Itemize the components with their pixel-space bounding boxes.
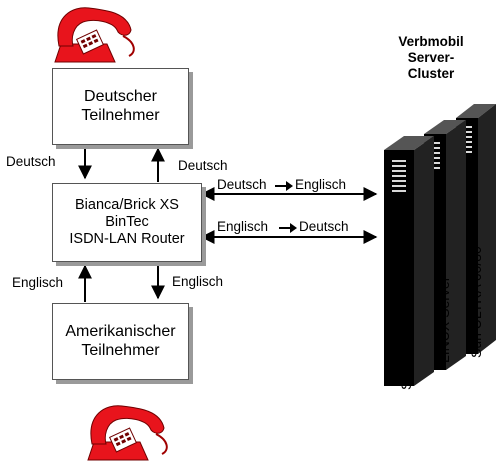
router-box-line-1: Bianca/Brick XS bbox=[75, 196, 179, 213]
label-german-left: Deutsch bbox=[6, 154, 56, 169]
telephone-icon bbox=[87, 405, 168, 461]
label-german-right: Deutsch bbox=[178, 158, 228, 173]
label-de-to-en-source: Deutsch bbox=[217, 177, 267, 192]
server-label-sun-450: Sun Server 450 bbox=[398, 292, 414, 390]
american-box-line-2: Teilnehmer bbox=[81, 341, 160, 359]
server-tower-icon bbox=[384, 136, 434, 386]
cluster-title-line-3: Cluster bbox=[407, 66, 455, 82]
german-participant-box: Deutscher Teilnehmer bbox=[52, 68, 189, 145]
label-english-right: Englisch bbox=[172, 274, 224, 289]
server-label-linux: LINUX Server bbox=[436, 276, 452, 363]
label-en-to-de-source: Englisch bbox=[217, 219, 269, 234]
american-participant-box: Amerikanischer Teilnehmer bbox=[52, 303, 189, 380]
server-label-sun-ultra: Sun ULTRA 60/80 bbox=[468, 246, 484, 358]
german-box-line-1: Deutscher bbox=[84, 87, 157, 105]
arrow-right-icon bbox=[279, 223, 297, 233]
arrow-right-icon bbox=[275, 181, 293, 191]
cluster-title-line-1: Verbmobil bbox=[398, 34, 464, 49]
label-de-to-en-target: Englisch bbox=[295, 177, 347, 192]
german-box-line-2: Teilnehmer bbox=[81, 106, 160, 124]
telephone-icon bbox=[54, 7, 135, 63]
label-en-to-de-target: Deutsch bbox=[299, 219, 349, 234]
cluster-title: Verbmobil Server- Cluster bbox=[376, 34, 486, 83]
router-box: Bianca/Brick XS BinTec ISDN-LAN Router bbox=[52, 183, 202, 262]
cluster-title-line-2: Server- bbox=[407, 50, 455, 66]
router-box-line-3: ISDN-LAN Router bbox=[69, 231, 185, 248]
american-box-line-1: Amerikanischer bbox=[65, 322, 176, 340]
label-english-left: Englisch bbox=[12, 275, 64, 290]
router-box-line-2: BinTec bbox=[105, 213, 149, 230]
